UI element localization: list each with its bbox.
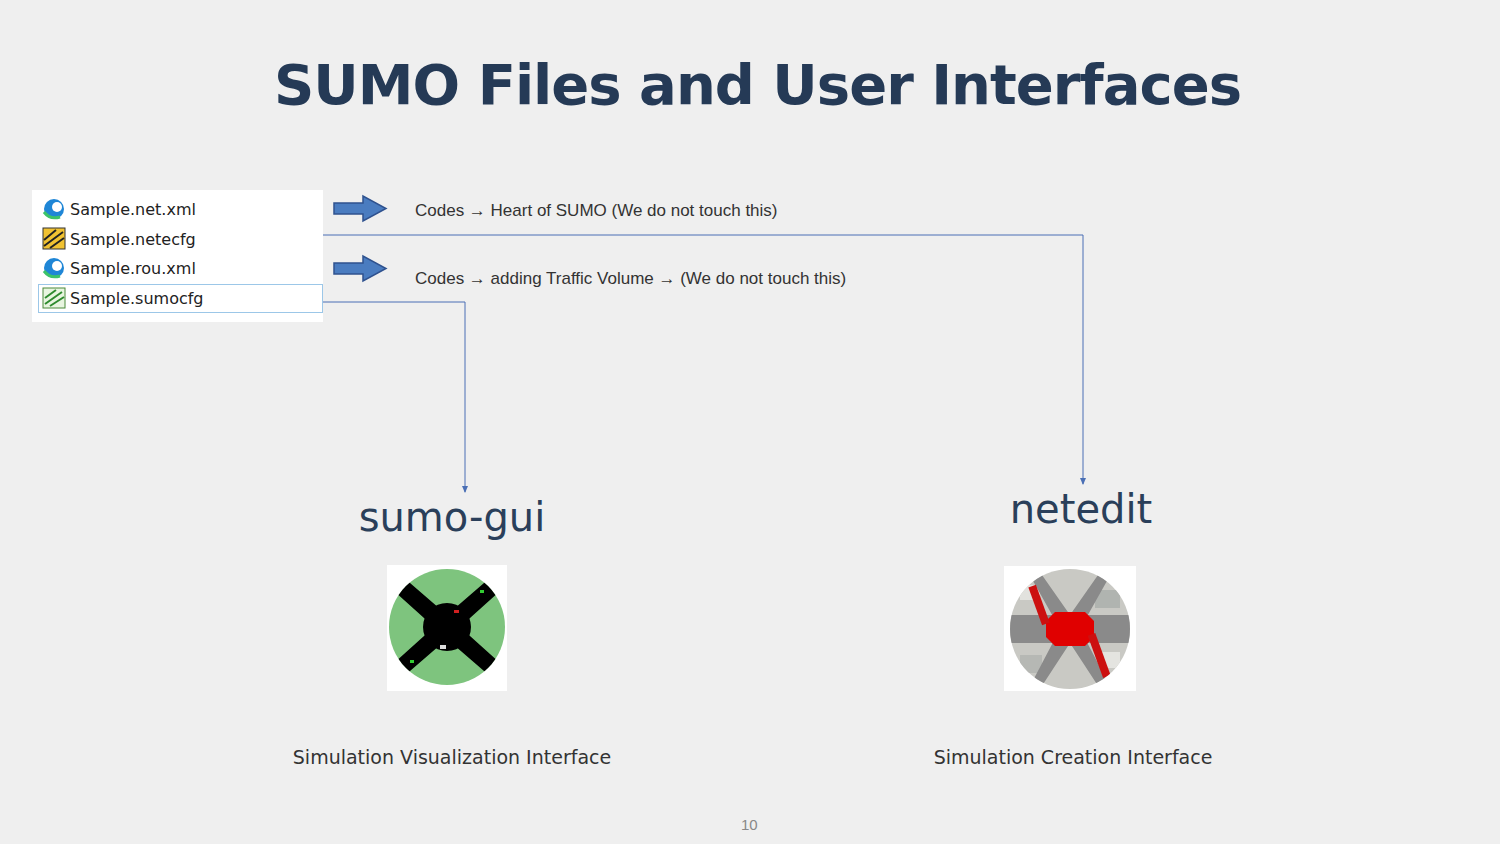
note-text: Codes → Heart of SUMO (We do not touch t… [415, 201, 778, 221]
sumo-gui-picture [384, 565, 510, 691]
file-panel [32, 190, 323, 322]
connector-line [323, 235, 1083, 484]
block-arrow [334, 256, 386, 281]
slide-title: SUMO Files and User Interfaces [0, 52, 1500, 117]
tool-panel: sumo-guiSimulation Visualization Interfa… [292, 492, 612, 776]
netecfg-icon [43, 228, 65, 249]
file-name: Sample.sumocfg [70, 289, 204, 308]
xml-icon [44, 258, 64, 278]
note-text: Codes → adding Traffic Volume → (We do n… [415, 269, 846, 289]
file-entry: Sample.netecfg [38, 225, 323, 254]
file-name: Sample.net.xml [70, 200, 196, 219]
page-number: 10 [741, 816, 758, 833]
netedit-picture [1004, 565, 1136, 695]
sumocfg-icon [43, 288, 65, 308]
tool-name: sumo-gui [292, 494, 612, 540]
tool-caption: Simulation Creation Interface [918, 746, 1228, 768]
tool-panel: neteditSimulation Creation Interface [918, 484, 1228, 776]
xml-icon [44, 199, 64, 219]
file-entry: Sample.sumocfg [38, 284, 323, 313]
file-entry: Sample.rou.xml [38, 254, 323, 283]
tool-caption: Simulation Visualization Interface [292, 746, 612, 768]
block-arrow [334, 196, 386, 221]
connector-line [323, 302, 465, 492]
file-name: Sample.rou.xml [70, 259, 196, 278]
file-name: Sample.netecfg [70, 230, 196, 249]
file-entry: Sample.net.xml [38, 195, 323, 224]
tool-name: netedit [926, 486, 1236, 532]
